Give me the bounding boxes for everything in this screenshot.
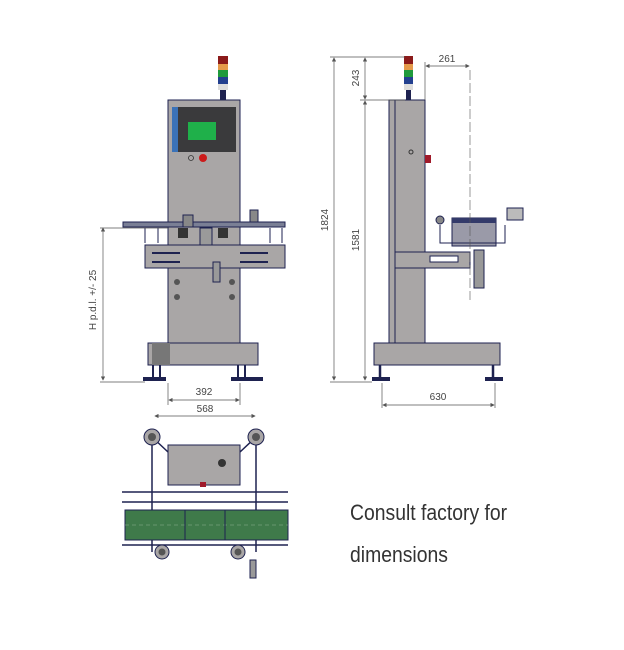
conveyor-rail (122, 221, 286, 228)
top-view (122, 428, 289, 579)
dim-243: 243 (351, 69, 362, 86)
dim-1824: 1824 (320, 208, 331, 231)
side-column (388, 99, 426, 346)
stop-button (199, 154, 207, 162)
side-dimensions: 1824 243 1581 261 630 (320, 54, 496, 408)
base (147, 342, 259, 366)
note-line-1: Consult factory for (350, 500, 508, 525)
dim-height-pdl: H p.d.l. +/- 25 (88, 269, 99, 330)
dim-261: 261 (439, 54, 456, 65)
screen (188, 122, 216, 140)
dim-1581: 1581 (351, 228, 362, 251)
dim-630: 630 (430, 392, 447, 403)
side-view (372, 56, 524, 381)
side-base (373, 342, 501, 366)
filter-regulator (212, 261, 221, 283)
note-line-2: dimensions (350, 542, 448, 567)
dim-568: 568 (197, 404, 214, 415)
front-dimensions: H p.d.l. +/- 25 392 568 (88, 227, 256, 419)
signal-beacon (218, 56, 228, 100)
indicator-light (188, 155, 194, 161)
dim-392: 392 (196, 387, 213, 398)
top-column (167, 444, 241, 486)
front-view (122, 56, 286, 381)
